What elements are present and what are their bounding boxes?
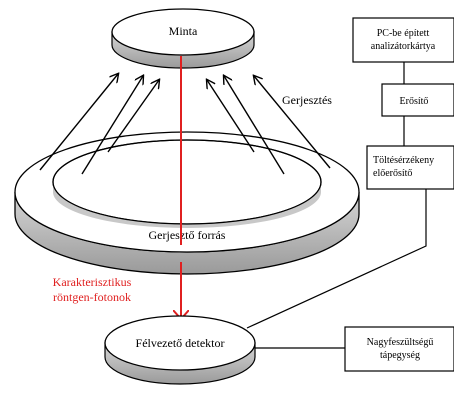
amplifier-box: Erősítő — [381, 83, 454, 117]
excitation-arrow-3 — [107, 80, 159, 153]
detector-label: Félvezető detektor — [136, 336, 225, 350]
excitation-arrows — [39, 74, 331, 175]
preamp-line2: előerősítő — [373, 168, 412, 179]
excitation-source-ring: Gerjesztő forrás — [14, 131, 360, 275]
hv-supply-line1: Nagyfeszültségű — [367, 337, 434, 348]
pc-analyzer-card-box: PC-be épített analizátorkártya — [352, 17, 454, 63]
preamplifier-box: Töltésérzékeny előerősítő — [366, 145, 454, 190]
high-voltage-supply-box: Nagyfeszültségű tápegység — [344, 326, 454, 372]
preamp-line1: Töltésérzékeny — [373, 155, 434, 166]
hv-supply-line2: tápegység — [380, 350, 420, 361]
pc-card-line2: analizátorkártya — [371, 41, 436, 52]
semiconductor-detector: Félvezető detektor — [104, 315, 256, 385]
pc-card-line1: PC-be épített — [377, 28, 430, 39]
sample-label: Minta — [169, 24, 198, 38]
excitation-arrow-4 — [207, 80, 255, 153]
sample-disk: Minta — [111, 8, 255, 69]
signal-wires — [246, 62, 427, 349]
excitation-arrow-1 — [39, 74, 118, 171]
amplifier-label: Erősítő — [400, 96, 429, 107]
source-label: Gerjesztő forrás — [149, 228, 226, 242]
excitation-arrow-6 — [254, 76, 331, 169]
excitation-arrow-5 — [224, 76, 285, 175]
excitation-label: Gerjesztés — [282, 93, 332, 107]
excitation-arrow-2 — [81, 76, 143, 175]
xray-label-line1: Karakterisztikus — [53, 275, 132, 289]
xray-label-line2: röntgen-fotonok — [53, 290, 131, 304]
